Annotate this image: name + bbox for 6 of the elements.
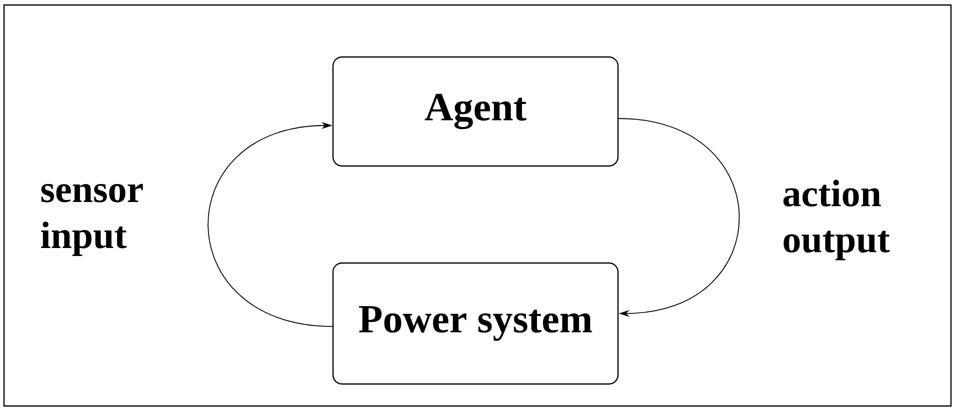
arrow (618, 118, 740, 318)
process-box: Power system (332, 262, 619, 385)
process-box: Agent (332, 56, 619, 167)
edge-label: sensor input (41, 184, 143, 256)
edge-label: action output (783, 180, 890, 260)
arrow (208, 122, 333, 327)
